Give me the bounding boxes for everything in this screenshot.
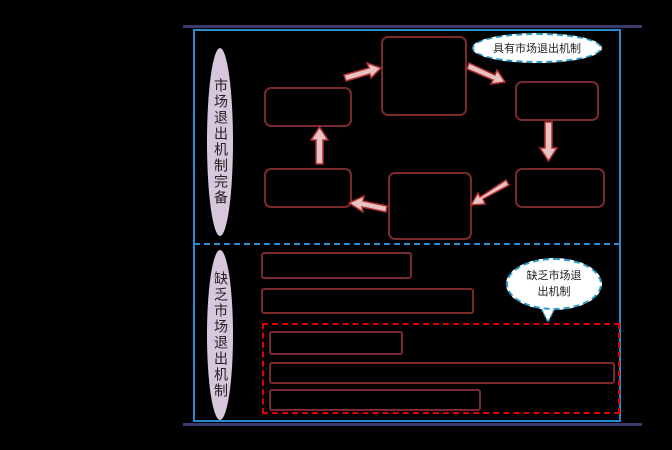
label-exit-mechanism-complete: 市场退出机制完备 bbox=[207, 48, 233, 236]
bar-4 bbox=[269, 362, 615, 384]
cycle-box-right-upper bbox=[515, 81, 599, 121]
label-lack-exit-mechanism-text: 缺乏市场退出机制 bbox=[212, 271, 228, 399]
callout-has-exit-mechanism: 具有市场退出机制 bbox=[472, 33, 602, 63]
label-lack-exit-mechanism: 缺乏市场退出机制 bbox=[207, 250, 233, 420]
bar-3 bbox=[269, 331, 403, 355]
highlight-frame bbox=[262, 323, 620, 414]
arrow-to-top-box bbox=[343, 61, 383, 82]
callout-lack-exit-mechanism: 缺乏市场退 出机制 bbox=[506, 258, 602, 310]
bar-5 bbox=[269, 389, 481, 411]
callout-lack-line1: 缺乏市场退 bbox=[526, 269, 582, 282]
arrow-up-left bbox=[309, 125, 330, 165]
callout-lack-line2: 出机制 bbox=[537, 285, 571, 298]
cycle-box-left-upper bbox=[264, 87, 352, 127]
top-rule bbox=[183, 25, 642, 28]
cycle-box-bottom bbox=[388, 172, 472, 240]
label-exit-mechanism-complete-text: 市场退出机制完备 bbox=[212, 78, 228, 206]
arrow-to-bottom-box bbox=[469, 178, 511, 206]
bar-1 bbox=[261, 252, 412, 279]
arrow-down-right bbox=[538, 121, 559, 163]
cycle-box-right-lower bbox=[515, 168, 605, 208]
callout-has-exit-mechanism-text: 具有市场退出机制 bbox=[493, 42, 581, 55]
arrow-to-left-lower-box bbox=[347, 194, 388, 214]
arrow-to-right-upper-box bbox=[466, 61, 507, 85]
bottom-rule bbox=[183, 423, 642, 426]
cycle-box-top bbox=[381, 36, 467, 116]
section-divider bbox=[194, 243, 620, 245]
bar-2 bbox=[261, 288, 474, 314]
cycle-box-left-lower bbox=[264, 168, 352, 208]
diagram-frame bbox=[193, 29, 621, 422]
